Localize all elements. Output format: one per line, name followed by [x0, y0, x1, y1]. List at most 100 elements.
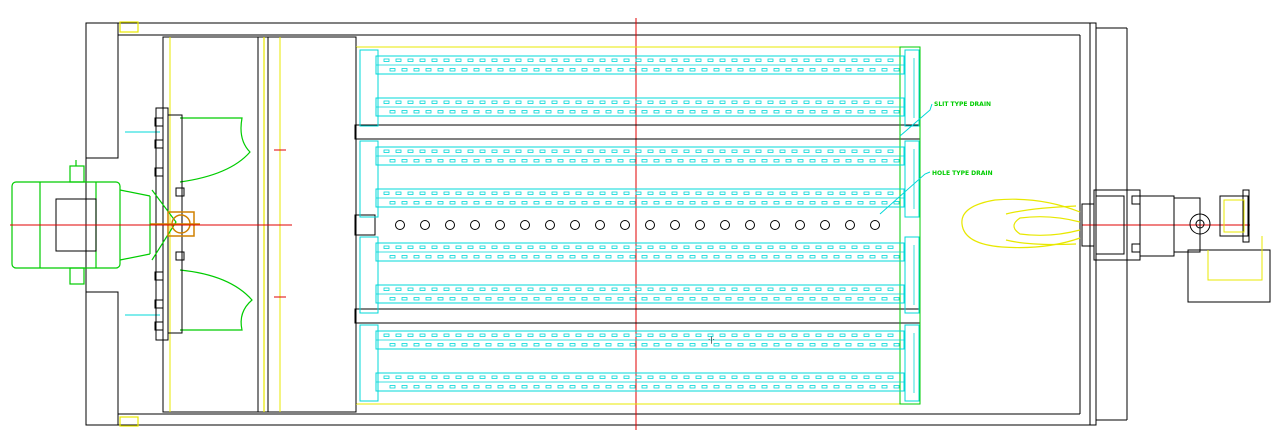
drain-slot	[893, 68, 900, 72]
drain-slot	[491, 149, 498, 153]
drain-slot	[521, 343, 528, 347]
drain-hole	[795, 220, 805, 230]
drain-slot	[443, 375, 450, 379]
drain-slot	[893, 255, 900, 259]
drain-slot	[521, 385, 528, 389]
drain-slot	[539, 287, 546, 291]
drain-slot	[635, 58, 642, 62]
drain-slot	[821, 255, 828, 259]
drain-slot	[545, 343, 552, 347]
drain-slot	[749, 343, 756, 347]
drain-slot	[671, 287, 678, 291]
drain-slot	[761, 110, 768, 114]
drain-slot	[497, 110, 504, 114]
drain-slot	[413, 255, 420, 259]
hole-drain-row	[395, 220, 880, 230]
drain-slot	[857, 201, 864, 205]
drain-slot	[887, 245, 894, 249]
drain-slot	[731, 333, 738, 337]
drain-slot	[755, 100, 762, 104]
drain-slot	[671, 375, 678, 379]
drain-slot	[539, 58, 546, 62]
drain-hole	[720, 220, 730, 230]
drain-slot	[449, 68, 456, 72]
drain-slot	[725, 385, 732, 389]
drain-slot	[659, 375, 666, 379]
drain-slot	[545, 110, 552, 114]
drain-slot	[623, 375, 630, 379]
drain-slot	[827, 375, 834, 379]
drain-slot	[407, 245, 414, 249]
drain-slot	[593, 159, 600, 163]
drain-slot	[695, 287, 702, 291]
drain-slot	[503, 245, 510, 249]
drain-slot	[779, 333, 786, 337]
drain-slot	[455, 287, 462, 291]
corner-marks	[119, 21, 139, 427]
drain-slot	[719, 149, 726, 153]
drain-slot	[767, 245, 774, 249]
drain-slot	[779, 245, 786, 249]
drain-slot	[635, 191, 642, 195]
drain-slot	[599, 245, 606, 249]
drain-slot	[857, 385, 864, 389]
drain-slot	[563, 375, 570, 379]
drain-slot	[815, 149, 822, 153]
drain-slot	[599, 191, 606, 195]
drain-slot	[485, 110, 492, 114]
hole-drain-label: HOLE TYPE DRAIN	[932, 170, 993, 177]
drain-slot	[683, 287, 690, 291]
drain-slot	[503, 58, 510, 62]
drain-slot	[569, 201, 576, 205]
drain-slot	[617, 343, 624, 347]
drain-slot	[767, 375, 774, 379]
drain-slot	[665, 255, 672, 259]
drain-slot	[791, 58, 798, 62]
drain-slot	[893, 297, 900, 301]
drain-slot	[431, 245, 438, 249]
drain-slot	[569, 385, 576, 389]
drain-slot	[683, 58, 690, 62]
drain-slot	[455, 245, 462, 249]
drain-slot	[887, 287, 894, 291]
drain-slot	[617, 201, 624, 205]
drain-slot	[479, 245, 486, 249]
drain-slot	[563, 245, 570, 249]
drain-slot	[479, 375, 486, 379]
drain-slot	[533, 110, 540, 114]
drain-slot	[773, 201, 780, 205]
drain-slot	[455, 375, 462, 379]
drain-slot	[635, 375, 642, 379]
drain-slot	[845, 385, 852, 389]
drain-slot	[725, 201, 732, 205]
drain-slot	[407, 333, 414, 337]
drain-slot	[869, 297, 876, 301]
drain-slot	[431, 191, 438, 195]
drain-slot	[821, 201, 828, 205]
centerlines	[10, 18, 1250, 430]
drain-slot	[749, 68, 756, 72]
drain-slot	[707, 375, 714, 379]
drain-slot	[623, 287, 630, 291]
drain-slot	[809, 159, 816, 163]
drain-slot	[491, 58, 498, 62]
drain-slot	[461, 68, 468, 72]
drain-slot	[707, 100, 714, 104]
drain-slot	[737, 201, 744, 205]
drain-slot	[509, 385, 516, 389]
drain-slot	[695, 245, 702, 249]
drain-slot	[719, 375, 726, 379]
drain-slot	[857, 255, 864, 259]
drain-slot	[629, 159, 636, 163]
drain-slot	[671, 333, 678, 337]
drain-slot	[665, 68, 672, 72]
drain-slot	[521, 297, 528, 301]
drain-slot	[539, 245, 546, 249]
drain-slot	[833, 255, 840, 259]
drain-slot	[611, 58, 618, 62]
drain-slot	[605, 68, 612, 72]
drain-slot	[683, 333, 690, 337]
drain-slot	[611, 287, 618, 291]
drain-slot	[587, 58, 594, 62]
slot-tube-row	[375, 372, 905, 392]
